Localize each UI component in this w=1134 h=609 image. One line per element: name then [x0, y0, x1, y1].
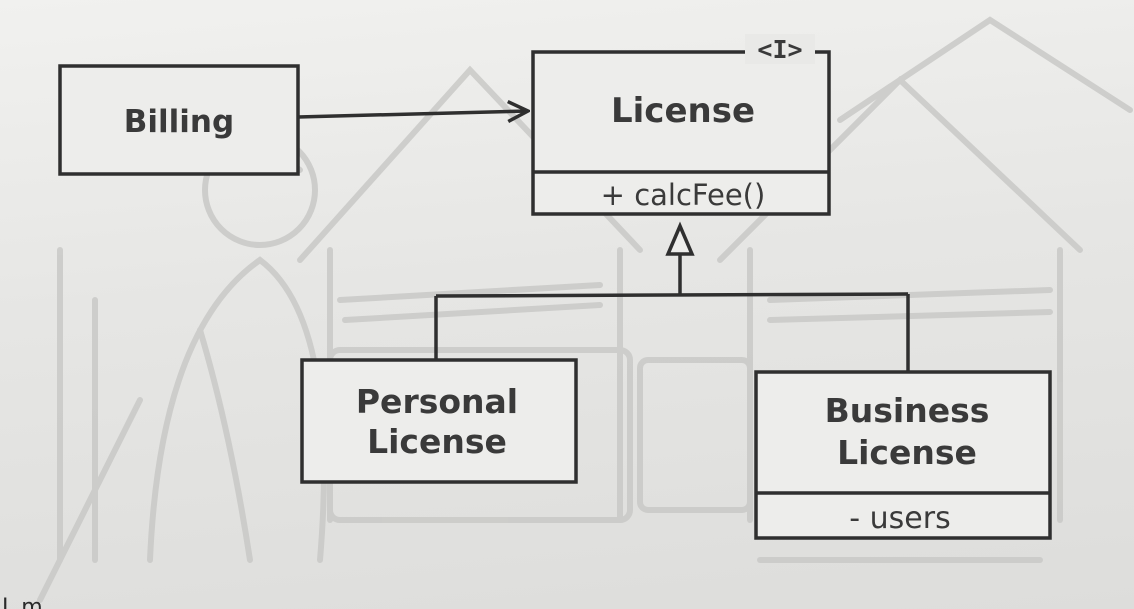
business-license-attribute-users: - users [849, 501, 950, 536]
business-license-name-line2: License [837, 433, 977, 472]
license-class-box [531, 50, 831, 216]
stereotype-gap [745, 34, 815, 64]
billing-class-name: Billing [124, 104, 234, 140]
association-arrow-billing-to-license [297, 111, 528, 117]
business-license-box [754, 370, 1052, 540]
license-operation-calcfee: + calcFee() [601, 178, 766, 212]
business-license-class: Business License - users [754, 370, 1052, 540]
license-interface: <I> License + calcFee() [531, 34, 831, 216]
billing-class: Billing [58, 64, 300, 176]
realization-connector [434, 221, 910, 372]
interface-stereotype: <I> [757, 35, 802, 64]
cut-off-bottom-text: L m [2, 595, 43, 609]
realization-horizontal-line [435, 292, 909, 298]
billing-class-box [58, 64, 300, 176]
realization-arrowhead [665, 221, 695, 256]
personal-license-box [300, 358, 578, 484]
personal-license-name-line1: Personal [356, 382, 518, 421]
personal-license-class: Personal License [300, 358, 578, 484]
personal-license-name-line2: License [367, 422, 507, 461]
license-class-name: License [611, 91, 755, 131]
business-license-name-line1: Business [825, 391, 990, 430]
